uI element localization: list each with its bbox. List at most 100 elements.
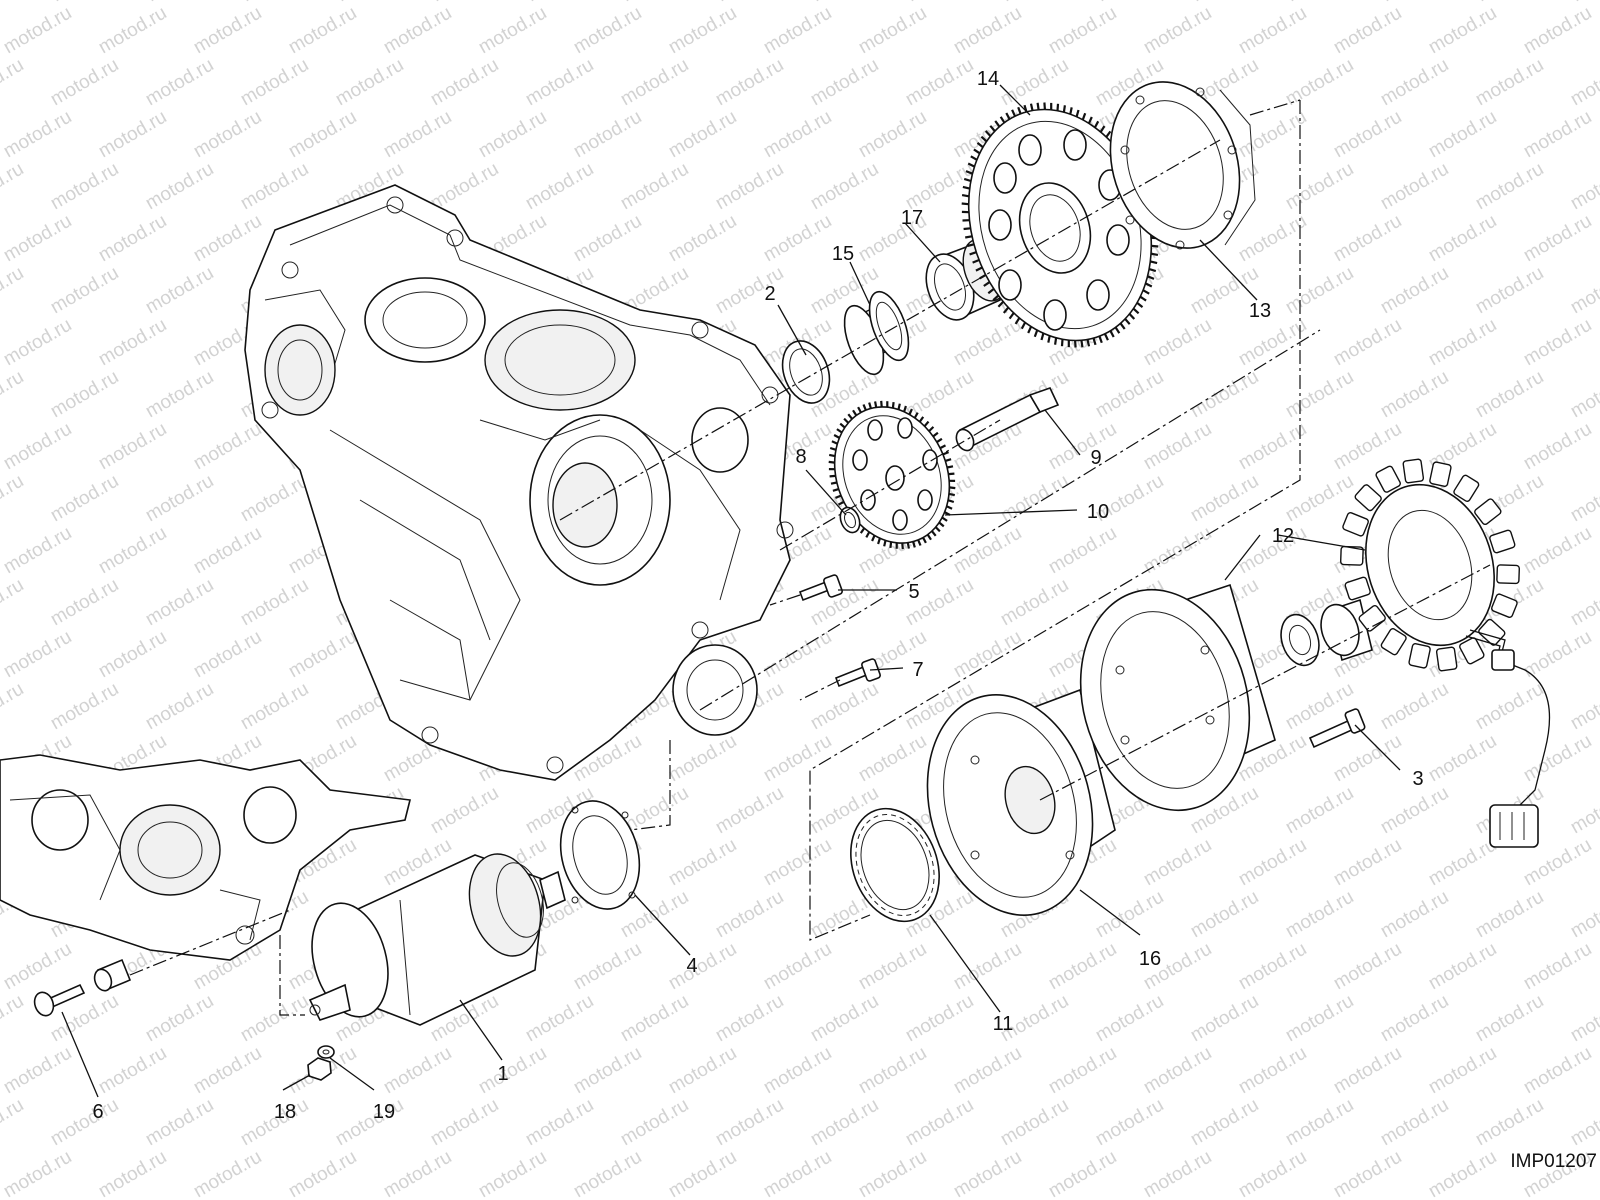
part-1-starter-motor <box>308 853 566 1026</box>
part-12-stator <box>1339 458 1551 848</box>
part-14-large-gear <box>961 102 1159 348</box>
gear-tooth <box>970 155 978 161</box>
gear-tooth <box>1005 112 1011 120</box>
part-6-spacer <box>93 958 132 992</box>
callout-4: 4 <box>686 955 697 977</box>
gear-tooth <box>834 494 842 499</box>
gear-tooth <box>963 177 972 183</box>
gear-tooth <box>1103 333 1109 341</box>
gear-tooth <box>891 401 895 409</box>
gear-tooth <box>1099 125 1106 133</box>
gear-tooth <box>984 130 992 137</box>
gear-tooth <box>1074 340 1077 348</box>
part-6-screw <box>33 983 86 1017</box>
gear-tooth <box>1150 252 1159 256</box>
gear-tooth <box>948 472 955 476</box>
gear-tooth <box>972 258 980 264</box>
gear-tooth <box>913 412 919 419</box>
gear-tooth <box>852 409 858 416</box>
gear-tooth <box>918 416 925 423</box>
callout-11: 11 <box>993 1013 1014 1035</box>
gear-tooth <box>987 288 995 295</box>
callout-1: 1 <box>497 1063 508 1085</box>
callout-6: 6 <box>92 1101 103 1123</box>
gear-tooth <box>1043 102 1046 110</box>
part-12-spacer-washer <box>1280 598 1373 667</box>
gear-tooth <box>1020 321 1027 330</box>
crankcase-half <box>244 184 794 781</box>
gear-tooth <box>1114 326 1121 334</box>
gear-tooth <box>1008 312 1015 320</box>
gear-tooth <box>932 431 939 438</box>
gear-tooth <box>1047 335 1051 343</box>
gear-tooth <box>908 408 913 415</box>
part-12-rotor <box>1079 583 1276 812</box>
gear-tooth <box>994 120 1001 128</box>
assembly-lines <box>129 99 1491 1016</box>
stator-pole <box>1453 474 1480 502</box>
gear-tooth <box>1151 244 1159 248</box>
gear-tooth <box>1027 326 1033 334</box>
gear-tooth <box>857 406 862 413</box>
gear-tooth <box>983 281 991 287</box>
gear-tooth <box>859 527 866 534</box>
gear-tooth <box>880 400 883 407</box>
gear-tooth <box>889 541 893 549</box>
stator-pole <box>1491 593 1518 618</box>
gear-tooth <box>999 116 1006 124</box>
gear-tooth <box>1054 337 1058 345</box>
callout-16: 16 <box>1139 948 1161 970</box>
gear-tooth <box>1040 332 1045 341</box>
gear-tooth <box>969 251 977 256</box>
callout-2: 2 <box>764 283 775 305</box>
part-13-gasket-ring <box>1109 81 1256 250</box>
gear-tooth <box>1105 130 1112 138</box>
callout-labels: 1 2 3 4 5 6 7 8 9 10 11 12 13 14 15 16 1… <box>92 68 1423 1123</box>
gear-tooth <box>1086 339 1091 347</box>
gear-tooth <box>832 488 840 492</box>
gear-tooth <box>1017 106 1022 115</box>
gear-tooth <box>862 404 867 411</box>
gear-tooth <box>1128 313 1136 320</box>
gear-tooth <box>1132 307 1140 315</box>
gear-tooth <box>946 465 954 469</box>
gear-tooth <box>963 227 971 231</box>
callout-8: 8 <box>795 446 806 468</box>
gear-tooth <box>948 492 956 497</box>
gear-tooth <box>874 401 878 408</box>
stator-pole <box>1435 646 1458 672</box>
part-16-flywheel <box>926 688 1116 916</box>
gear-tooth <box>965 235 973 239</box>
stator-pole <box>1408 643 1431 669</box>
gear-tooth <box>1069 107 1073 115</box>
part-9-shaft <box>955 387 1060 452</box>
stator-pole <box>1474 498 1502 526</box>
gear-tooth <box>1060 339 1064 347</box>
stator-pole <box>1402 458 1425 484</box>
gear-tooth <box>833 434 840 439</box>
gear-tooth <box>1093 120 1100 129</box>
part-19-washer <box>317 1045 335 1059</box>
gear-tooth <box>946 505 953 510</box>
gear-tooth <box>961 202 969 206</box>
gear-tooth <box>831 440 838 445</box>
gear-tooth <box>941 516 948 522</box>
gear-tooth <box>1029 103 1034 111</box>
gear-tooth <box>965 170 973 175</box>
part-10-intermediate-gear <box>828 400 956 550</box>
gear-tooth <box>962 185 970 190</box>
gear-tooth <box>1119 322 1126 330</box>
gear-tooth <box>829 446 837 451</box>
gear-tooth <box>1011 109 1017 117</box>
gear-tooth <box>1148 267 1157 273</box>
gear-tooth <box>1124 318 1131 325</box>
gear-tooth <box>1033 329 1039 338</box>
part-15-needle-bearing <box>843 290 910 376</box>
gear-tooth <box>973 148 981 155</box>
gear-tooth <box>865 531 871 538</box>
part-11-freewheel <box>850 807 940 923</box>
gear-tooth <box>1087 116 1093 124</box>
gear-tooth <box>928 426 935 432</box>
callout-12: 12 <box>1272 525 1294 547</box>
